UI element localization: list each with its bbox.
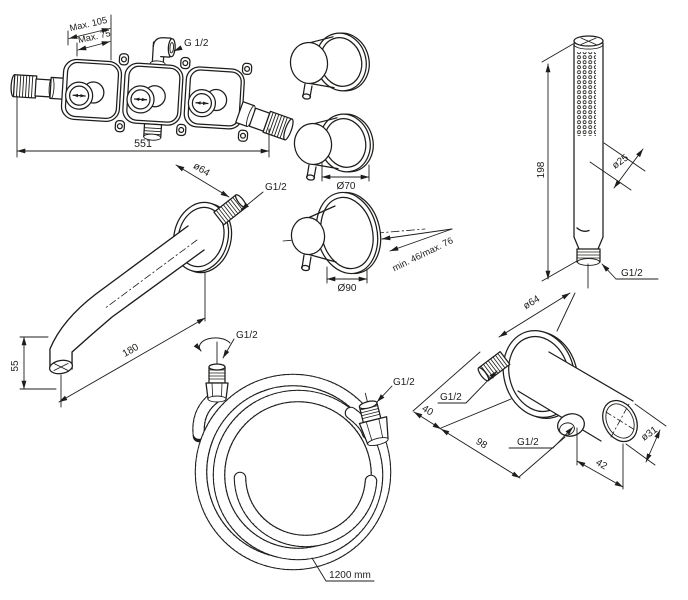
dim-label-hose-length: 1200 mm — [329, 570, 371, 581]
dim-label-handle-depth-range: min. 46/max. 76 — [391, 235, 455, 273]
handshower-dimensions — [541, 43, 659, 282]
valve-dimensions — [16, 14, 270, 158]
outlet-dimensions — [412, 292, 667, 490]
wall-spout-drawing: ø64 G1/2 55 180 — [10, 161, 287, 408]
handle-dimensions — [321, 162, 453, 284]
dim-label-hose-thread-side: G1/2 — [393, 377, 415, 388]
dim-label-outlet-depth: 40 — [420, 403, 436, 418]
dim-label-outlet-thread-hose: G1/2 — [517, 437, 539, 448]
control-handles-drawing: Ø70 Ø90 min. 46/max. 76 — [282, 32, 455, 294]
hose-nut-right — [358, 392, 389, 447]
dim-label-spout-thread: G1/2 — [265, 182, 287, 193]
dim-label-handshower-length: 198 — [536, 161, 547, 178]
hose-dimensions — [222, 338, 393, 582]
dim-label-outlet-reach: 98 — [474, 436, 490, 451]
spout-dimensions — [19, 164, 264, 408]
shower-hose-drawing: G1/2 G1/2 1200 mm — [192, 330, 415, 582]
dim-label-handle-small-dia: Ø70 — [337, 181, 356, 192]
dim-label-valve-thread: G 1/2 — [184, 38, 209, 49]
spray-nozzles — [576, 52, 596, 136]
concealed-valve-body-drawing: Max. 105 Max. 75 G 1/2 551 — [10, 14, 294, 158]
dim-label-spout-reach: 180 — [121, 342, 141, 360]
dim-label-spout-height: 55 — [10, 360, 21, 372]
dim-label-valve-width: 551 — [134, 138, 152, 150]
hose-nut-left — [193, 337, 231, 403]
dim-label-outlet-offset: 42 — [594, 457, 610, 472]
dim-label-outlet-holder-dia: ø31 — [639, 424, 660, 443]
dim-label-outlet-plate-dia: ø64 — [521, 293, 542, 312]
hand-shower-drawing: 198 ø25 G1/2 — [536, 35, 659, 289]
dim-label-handshower-thread: G1/2 — [621, 268, 643, 279]
dim-label-hose-thread-top: G1/2 — [236, 330, 258, 341]
brand-mark — [576, 227, 590, 233]
wall-outlet-drawing: ø64 G1/2 40 98 G1/2 42 ø31 — [412, 292, 667, 490]
dim-label-outlet-thread-wall: G1/2 — [440, 392, 462, 403]
dim-label-handle-plate-dia: Ø90 — [338, 283, 357, 294]
hose-coil — [194, 373, 392, 571]
